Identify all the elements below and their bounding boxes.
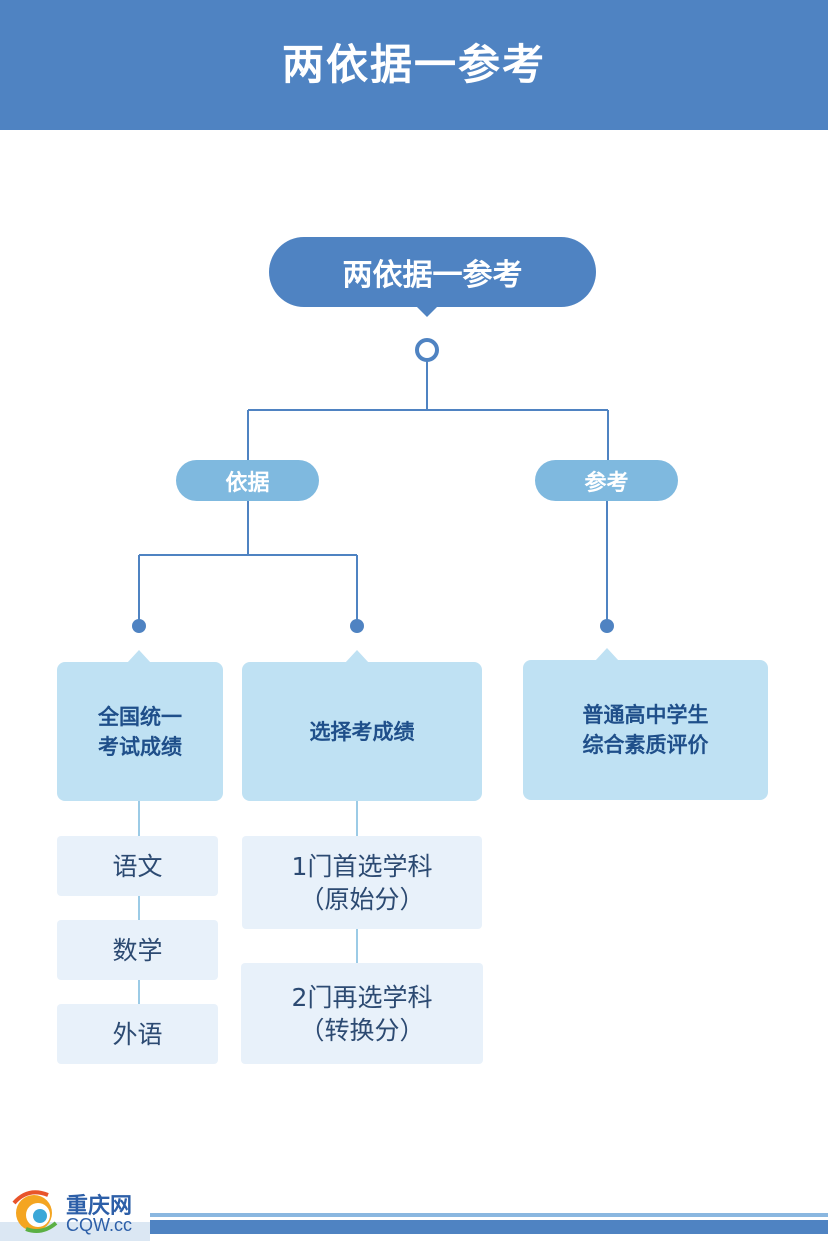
national-exam-label-2: 考试成绩 bbox=[98, 734, 182, 759]
national-dot bbox=[132, 619, 146, 633]
quality-eval-label-1: 普通高中学生 bbox=[582, 703, 709, 727]
quality-eval-card: 普通高中学生 综合素质评价 bbox=[523, 660, 768, 800]
first-choice-subject: 1门首选学科 （原始分） bbox=[242, 836, 482, 929]
footer-bar bbox=[150, 1220, 828, 1234]
root-junction-ring bbox=[415, 338, 439, 362]
second-choice-label: 2门再选学科 bbox=[291, 982, 433, 1012]
basis-node: 依据 bbox=[176, 460, 319, 501]
second-choice-subjects: 2门再选学科 （转换分） bbox=[241, 963, 483, 1064]
subject-foreign-language: 外语 bbox=[57, 1004, 218, 1064]
subject-math: 数学 bbox=[57, 920, 218, 980]
national-exam-card: 全国统一 考试成绩 bbox=[57, 662, 223, 801]
national-exam-label-1: 全国统一 bbox=[98, 704, 182, 729]
root-node: 两依据一参考 bbox=[269, 237, 596, 307]
reference-node: 参考 bbox=[535, 460, 678, 501]
footer-thin-bar bbox=[150, 1213, 828, 1217]
site-logo-en: CQW.cc bbox=[66, 1215, 132, 1235]
first-choice-score-type: （原始分） bbox=[299, 884, 425, 914]
elective-dot bbox=[350, 619, 364, 633]
quality-dot bbox=[600, 619, 614, 633]
site-logo-icon bbox=[12, 1190, 58, 1233]
subject-chinese: 语文 bbox=[57, 836, 218, 896]
national-pointer bbox=[127, 650, 151, 663]
site-logo-cn: 重庆网 bbox=[66, 1193, 133, 1219]
root-pointer bbox=[417, 307, 437, 317]
elective-exam-card: 选择考成绩 bbox=[242, 662, 482, 801]
header-banner: 两依据一参考 bbox=[0, 0, 828, 130]
elective-pointer bbox=[345, 650, 369, 663]
quality-pointer bbox=[595, 648, 619, 661]
quality-eval-label-2: 综合素质评价 bbox=[582, 733, 709, 757]
first-choice-label: 1门首选学科 bbox=[291, 851, 433, 881]
page-title: 两依据一参考 bbox=[281, 39, 546, 89]
second-choice-score-type: （转换分） bbox=[299, 1015, 425, 1045]
